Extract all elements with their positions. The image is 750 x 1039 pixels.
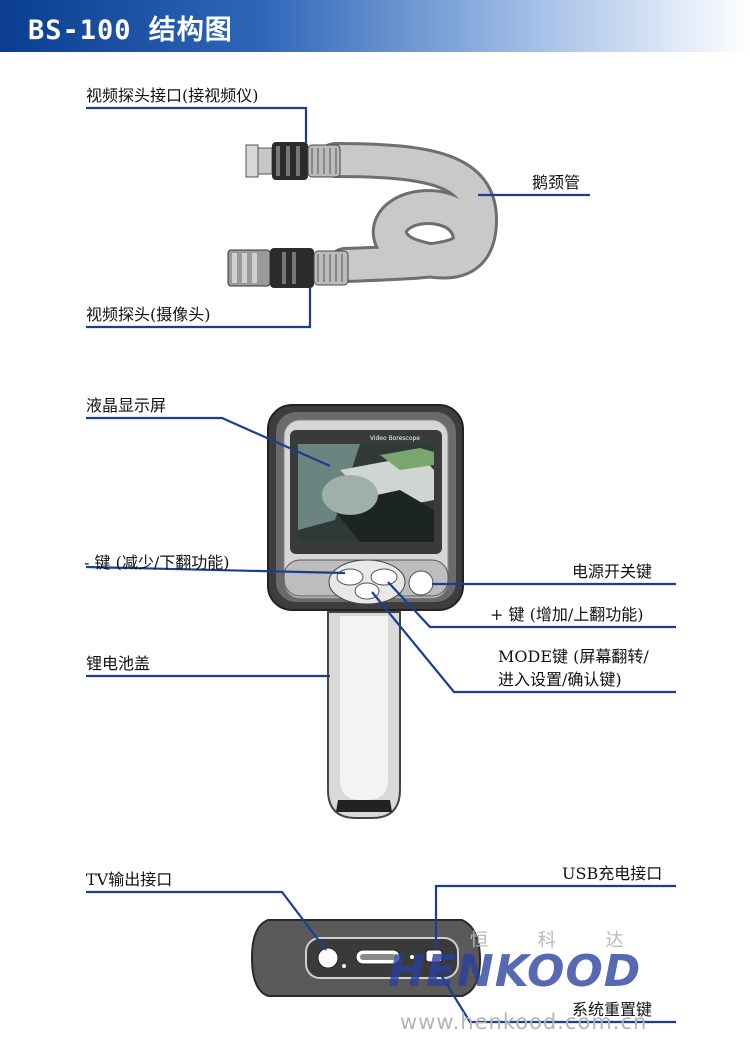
mode-button-illustration — [354, 582, 380, 600]
plus-button-illustration — [370, 568, 398, 586]
bottom-view-illustration — [250, 919, 482, 997]
screen-brand-text: Video Borescope — [370, 435, 420, 442]
main-unit-illustration: Video Borescope — [267, 404, 464, 819]
leader-lines — [85, 106, 676, 1024]
header-bar: BS-100 结构图 — [0, 0, 750, 52]
watermark-chinese: 恒 科 达 — [470, 930, 646, 951]
label-gooseneck: 鹅颈管 — [532, 173, 581, 192]
label-lcd: 液晶显示屏 — [86, 396, 167, 415]
label-usb-port: USB充电接口 — [562, 864, 663, 883]
label-plus-key: + 键 (增加/上翻功能) — [490, 605, 644, 624]
power-button-illustration — [408, 570, 434, 596]
label-tv-out: TV输出接口 — [86, 870, 173, 889]
label-power-key: 电源开关键 — [572, 562, 653, 581]
gooseneck-probe-illustration — [227, 142, 499, 288]
label-battery-cover: 锂电池盖 — [86, 654, 151, 673]
label-minus-key: - 键 (减少/下翻功能) — [84, 553, 230, 572]
label-mode-key-line2: 进入设置/确认键) — [498, 670, 622, 689]
label-mode-key-line1: MODE键 (屏幕翻转/ — [498, 647, 649, 666]
label-reset-key: 系统重置键 — [572, 1000, 653, 1019]
minus-button-illustration — [336, 568, 364, 586]
tv-port-illustration — [317, 947, 339, 969]
label-probe-interface: 视频探头接口(接视频仪) — [86, 86, 259, 105]
label-probe-camera: 视频探头(摄像头) — [86, 305, 211, 324]
page-title: BS-100 结构图 — [28, 15, 233, 46]
watermark-brand: HENKOOD — [388, 946, 642, 997]
watermark-url: www.henkood.com.cn — [400, 1010, 648, 1034]
